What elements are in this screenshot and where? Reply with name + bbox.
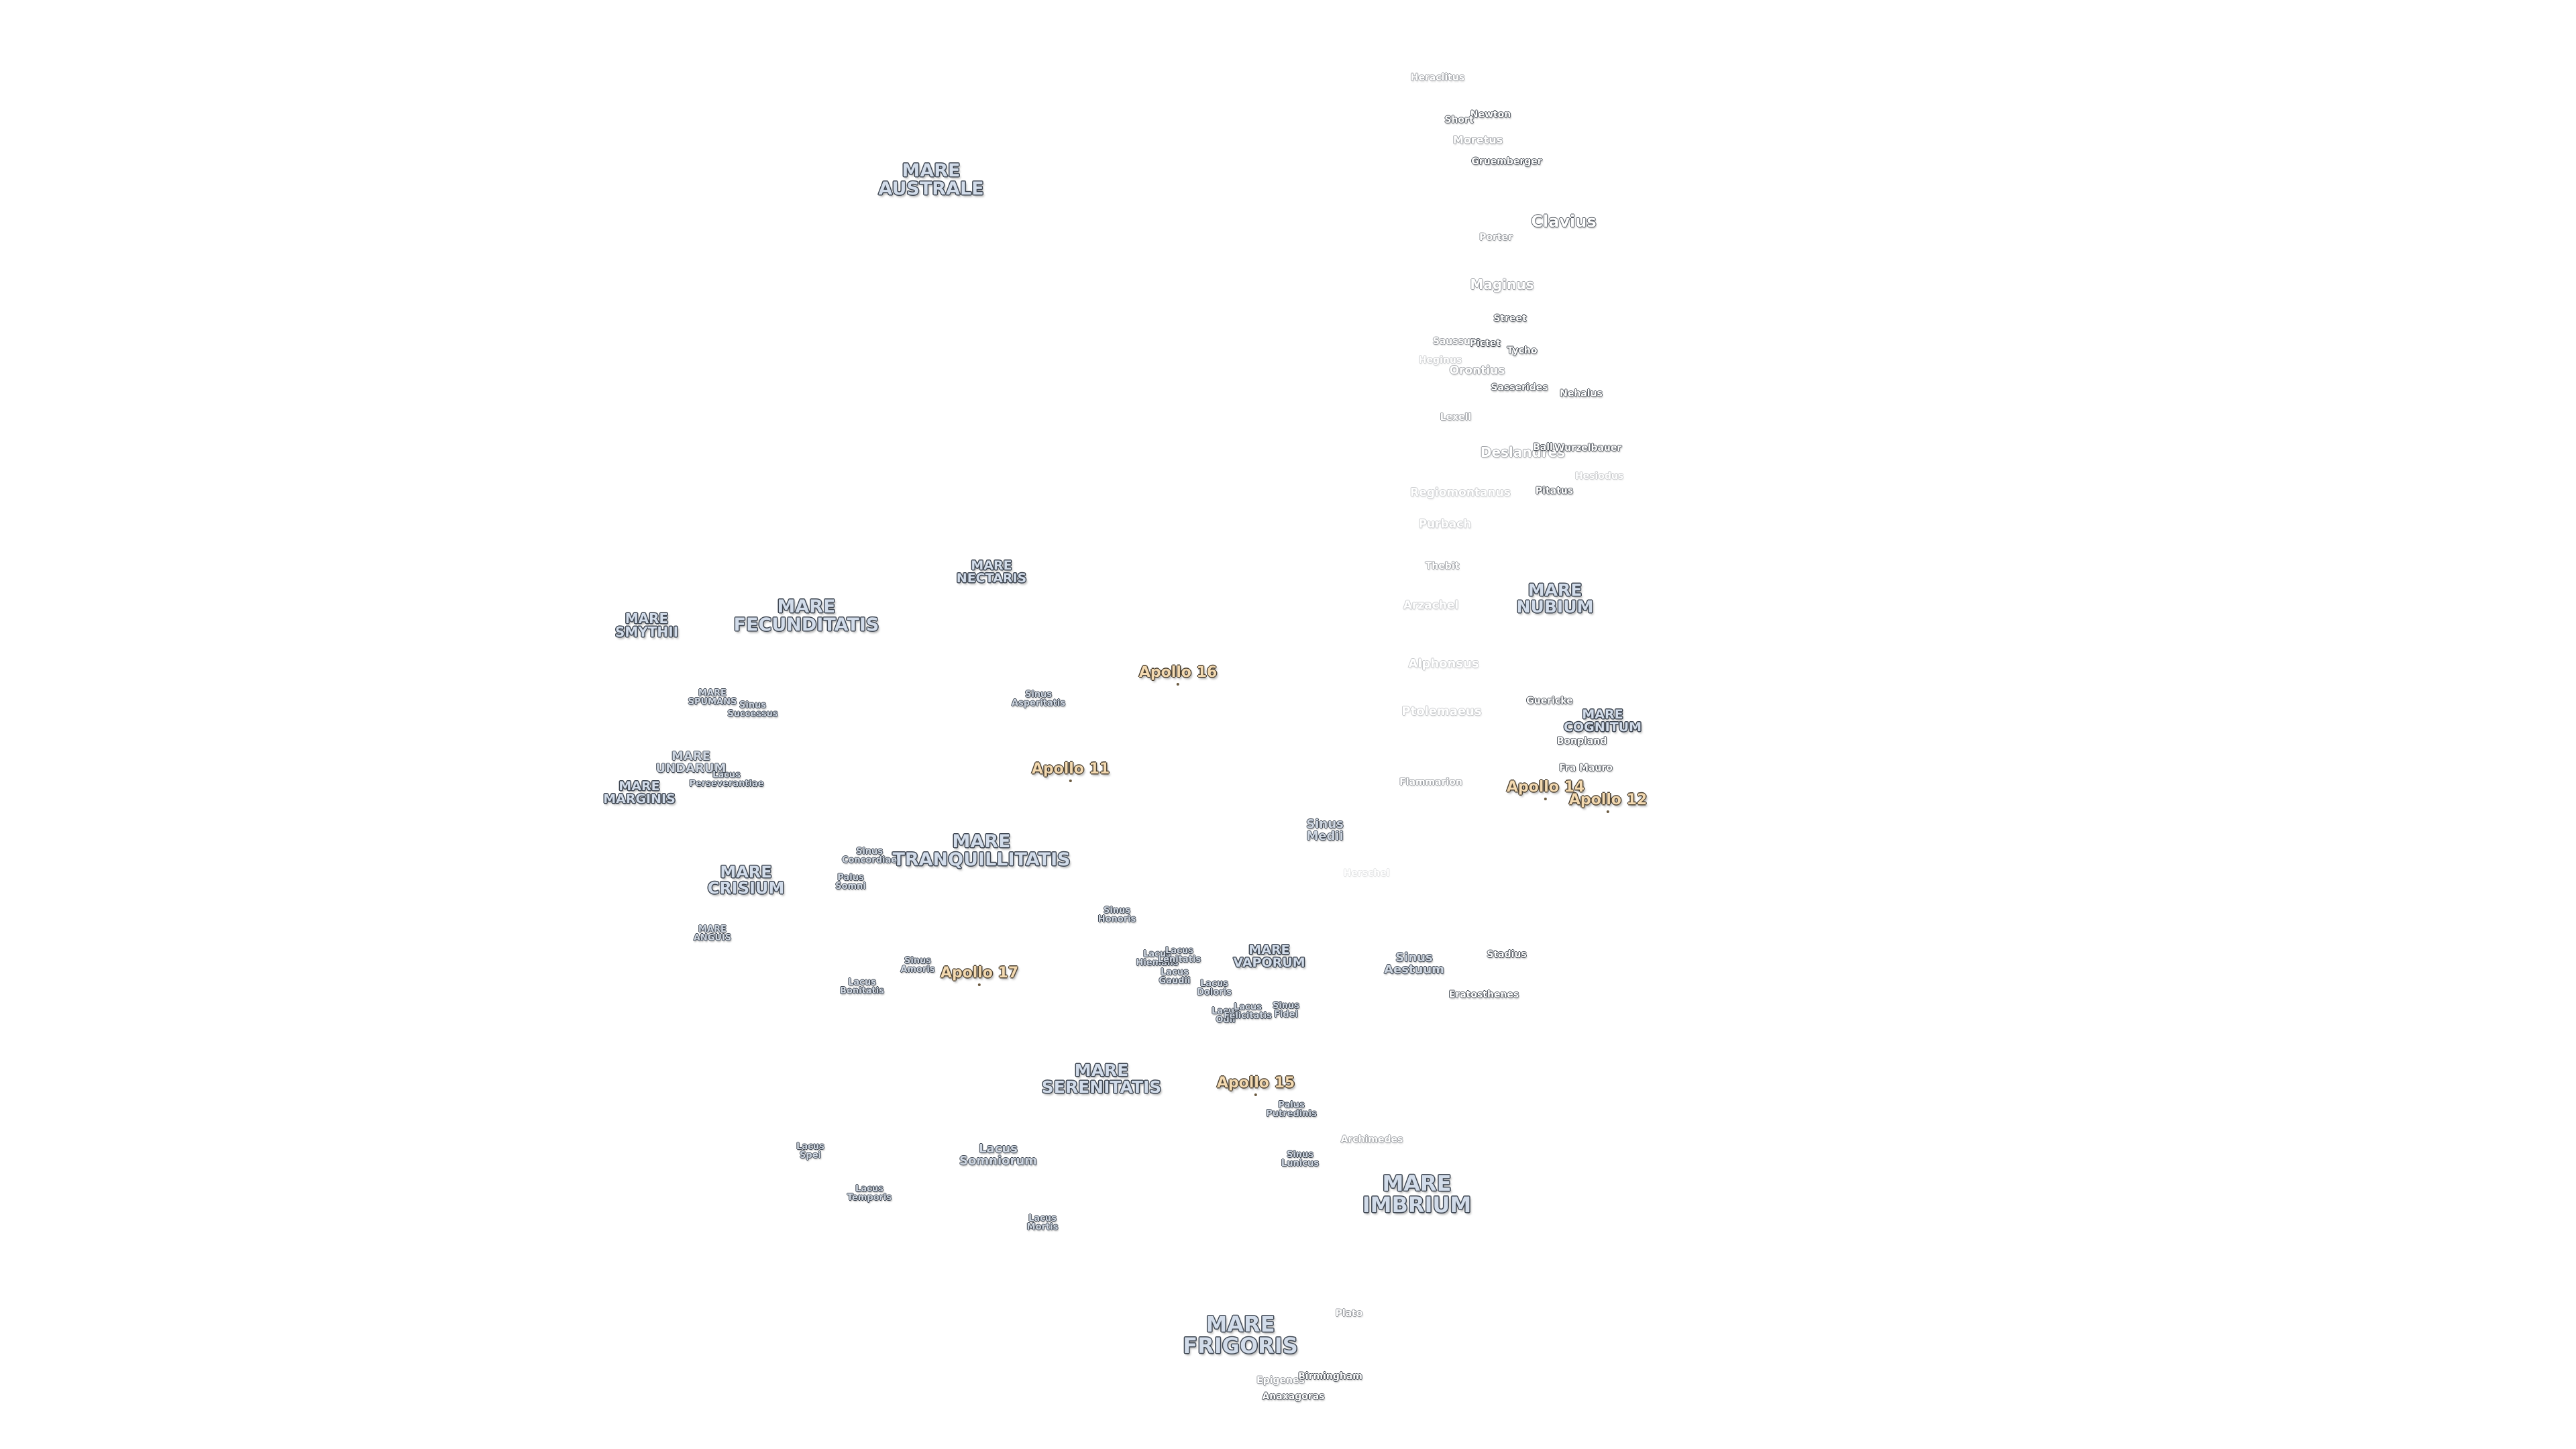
crater-thebit-label: Thebit <box>1425 561 1460 572</box>
mare-crisium-label: MARE CRISIUM <box>707 863 785 898</box>
crater-flammarion-label: Flammarion <box>1399 777 1462 788</box>
apollo-15-label: Apollo 15 <box>1216 1075 1295 1096</box>
sinus-aestuum-label: Sinus Aestuum <box>1384 951 1444 977</box>
crater-porter-label: Porter <box>1479 232 1513 243</box>
lacus-lenitatis-label: Lacus Lenitatis <box>1157 946 1201 965</box>
crater-wurzelbauer-label: Wurzelbauer <box>1554 443 1622 453</box>
crater-gruemberger-label: Gruemberger <box>1471 156 1542 167</box>
apollo-14-label: Apollo 14 <box>1506 779 1585 800</box>
crater-herschel-label: Herschel <box>1343 868 1390 879</box>
crater-archimedes-label: Archimedes <box>1340 1134 1403 1145</box>
lacus-hiemalis-label: Lacus Hiemalis <box>1136 949 1179 968</box>
crater-clavius-label: Clavius <box>1531 212 1597 231</box>
mare-nubium-label: MARE NUBIUM <box>1516 580 1594 616</box>
crater-regiomontanus-label: Regiomontanus <box>1410 486 1511 500</box>
lacus-odii-label: Lacus Odii <box>1212 1006 1240 1025</box>
crater-purbach-label: Purbach <box>1418 517 1472 531</box>
crater-short-label: Short <box>1444 115 1474 125</box>
crater-maginus-label: Maginus <box>1470 276 1534 292</box>
lacus-temporis-label: Lacus Temporis <box>847 1184 892 1203</box>
sinus-medii-label: Sinus Medii <box>1306 817 1344 843</box>
crater-tycho-label: Tycho <box>1507 345 1538 356</box>
mare-frigoris-label: MARE FRIGORIS <box>1183 1311 1298 1358</box>
apollo-16-label: Apollo 16 <box>1138 664 1218 686</box>
mare-vaporum-label: MARE VAPORUM <box>1233 943 1305 970</box>
crater-orontius-label: Orontius <box>1449 364 1505 378</box>
crater-bonpland-label: Bonpland <box>1556 736 1607 747</box>
mare-serenitatis-label: MARE SERENITATIS <box>1041 1061 1162 1097</box>
mare-tranquillitatis-label: MARE TRANQUILLITATIS <box>892 831 1071 870</box>
mare-nectaris-label: MARE NECTARIS <box>956 558 1027 586</box>
lacus-spei-label: Lacus Spei <box>796 1142 824 1161</box>
crater-hesiodus-label: Hesiodus <box>1574 471 1624 482</box>
crater-eratosthenes-label: Eratosthenes <box>1448 989 1519 1000</box>
mare-smythii-label: MARE SMYTHII <box>614 610 679 640</box>
mare-marginis-label: MARE MARGINIS <box>603 779 676 806</box>
lacus-felicitatis-label: Lacus Felicitatis <box>1224 1002 1272 1021</box>
lacus-somniorum-label: Lacus Somniorum <box>959 1142 1037 1168</box>
crater-heraclitus-label: Heraclitus <box>1410 72 1465 83</box>
palus-somni-label: Palus Somni <box>835 873 866 892</box>
crater-pictet-label: Pictet <box>1469 338 1501 349</box>
crater-sasserides-label: Sasserides <box>1491 382 1548 393</box>
crater-newton-label: Newton <box>1470 109 1511 120</box>
apollo-12-label: Apollo 12 <box>1568 792 1648 813</box>
crater-pitatus-label: Pitatus <box>1535 486 1574 496</box>
crater-stadius-label: Stadius <box>1487 949 1527 960</box>
sinus-successus-label: Sinus Successus <box>727 700 778 719</box>
crater-anaxagoras-label: Anaxagoras <box>1262 1391 1325 1402</box>
lacus-gaudii-label: Lacus Gaudii <box>1159 967 1191 986</box>
crater-birmingham-label: Birmingham <box>1298 1371 1362 1382</box>
mare-australe-label: MARE AUSTRALE <box>878 160 984 199</box>
mare-spumans-label: MARE SPUMANS <box>688 688 737 707</box>
mare-imbrium-label: MARE IMBRIUM <box>1362 1171 1472 1218</box>
sinus-honoris-label: Sinus Honoris <box>1097 906 1136 924</box>
crater-street-label: Street <box>1493 313 1527 324</box>
crater-ball-label: Ball <box>1533 442 1553 453</box>
sinus-fidei-label: Sinus Fidei <box>1272 1001 1300 1020</box>
mare-undarum-label: MARE UNDARUM <box>655 749 727 775</box>
crater-saussure-label: Saussure <box>1432 336 1482 347</box>
crater-guericke-label: Guericke <box>1526 696 1573 706</box>
mare-anguis-label: MARE ANGUIS <box>693 924 732 943</box>
sinus-amoris-label: Sinus Amoris <box>900 956 935 975</box>
crater-nehalus-label: Nehalus <box>1560 388 1603 399</box>
lacus-doloris-label: Lacus Doloris <box>1197 979 1232 998</box>
sinus-lunicus-label: Sinus Lunicus <box>1281 1150 1319 1169</box>
mare-cognitum-label: MARE COGNITUM <box>1564 707 1642 735</box>
crater-ptolemaeus-label: Ptolemaeus <box>1401 704 1482 718</box>
crater-fra-mauro-label: Fra Mauro <box>1559 763 1613 773</box>
sinus-concordiae-label: Sinus Concordiae <box>841 847 898 865</box>
crater-deslandres-label: Deslandres <box>1480 444 1566 460</box>
lacus-perseverantiae-label: Lacus Perseverantiae <box>689 770 764 789</box>
crater-plato-label: Plato <box>1335 1308 1363 1319</box>
crater-alphonsus-label: Alphonsus <box>1408 657 1479 671</box>
mare-fecunditatis-label: MARE FECUNDITATIS <box>733 596 879 635</box>
lacus-bonitatis-label: Lacus Bonitatis <box>840 977 884 996</box>
crater-lexell-label: Lexell <box>1440 412 1472 423</box>
apollo-17-label: Apollo 17 <box>940 965 1019 986</box>
lacus-mortis-label: Lacus Mortis <box>1026 1214 1059 1232</box>
sinus-asperitatis-label: Sinus Asperitatis <box>1011 690 1066 708</box>
crater-heginus-label: Heginus <box>1418 355 1462 366</box>
crater-epigenes-label: Epigenes <box>1256 1375 1305 1386</box>
crater-arzachel-label: Arzachel <box>1403 598 1459 612</box>
palus-putredinis-label: Palus Putredinis <box>1266 1100 1317 1119</box>
crater-moretus-label: Moretus <box>1452 133 1503 146</box>
apollo-11-label: Apollo 11 <box>1031 761 1110 782</box>
